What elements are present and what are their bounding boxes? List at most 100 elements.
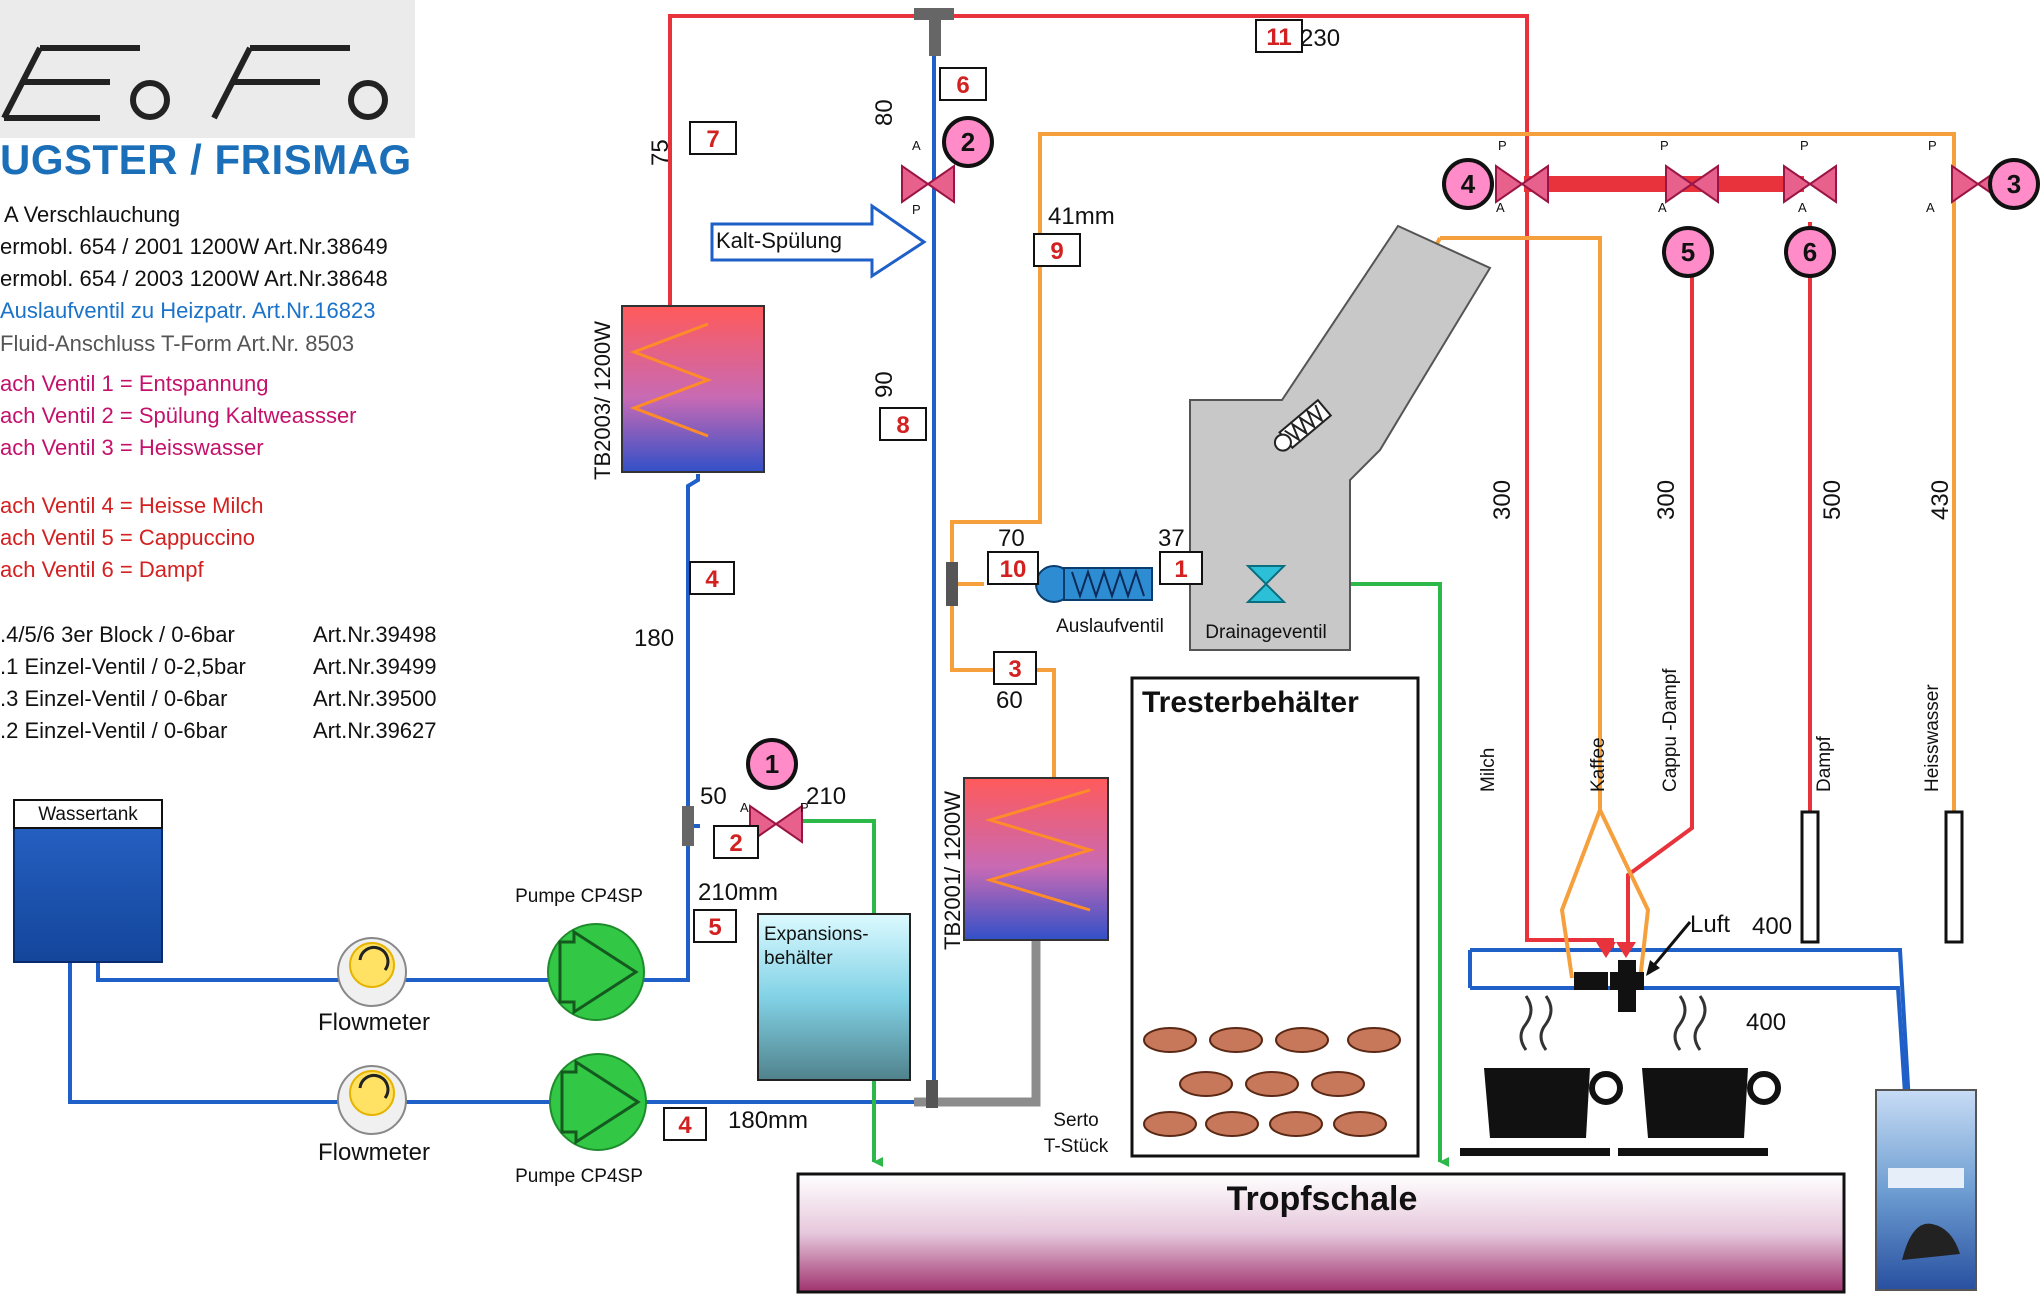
valve-port-a: A <box>912 138 921 153</box>
hose-number: 6 <box>956 72 969 99</box>
flowmeter-label: Flowmeter <box>318 1139 430 1166</box>
valve-port-a: A <box>1658 200 1667 215</box>
legend-line: Auslaufventil zu Heizpatr. Art.Nr.16823 <box>0 298 376 323</box>
dim-400-cup: 400 <box>1746 1009 1786 1036</box>
pump-label: Pumpe CP4SP <box>515 886 643 907</box>
valve-symbol-icon <box>1495 164 1549 204</box>
valve-number: 5 <box>1681 237 1695 267</box>
valve-number-circle <box>1442 158 1494 210</box>
heater-tb2001: TB2001/ 1200W <box>940 777 1109 950</box>
part-name: .2 Einzel-Ventil / 0-6bar <box>0 718 228 743</box>
part-art-nr: Art.Nr.39627 <box>313 718 437 743</box>
dim-90: 90 <box>871 371 898 398</box>
flowmeter-label: Flowmeter <box>318 1009 430 1036</box>
pump-label: Pumpe CP4SP <box>515 1166 643 1187</box>
luft-label: Luft <box>1690 911 1730 938</box>
valve-number: 2 <box>961 127 975 157</box>
dim-80: 80 <box>871 99 898 126</box>
dim-400-dampf: 400 <box>1752 913 1792 940</box>
trester-container: Tresterbehälter <box>1130 676 1420 1158</box>
hose-number: 9 <box>1050 238 1063 265</box>
outlet-label-heisswasser: Heisswasser <box>1922 684 1943 792</box>
valve-symbol-icon <box>901 164 955 204</box>
dim-230: 230 <box>1300 25 1340 52</box>
drainageventil-label: Drainageventil <box>1205 622 1326 643</box>
legend-line: ach Ventil 2 = Spülung Kaltweassser <box>0 403 357 428</box>
dim-210: 210 <box>806 783 846 810</box>
valve-2: 2P A <box>901 116 994 217</box>
trester-label: Tresterbehälter <box>1142 686 1359 719</box>
valve-port-p: P <box>912 202 921 217</box>
valve-number: 4 <box>1461 169 1476 199</box>
dim-300-cappu: 300 <box>1653 480 1680 520</box>
hose-number: 3 <box>1008 656 1021 683</box>
drainageventil: Drainageventil <box>1205 565 1327 643</box>
part-art-nr: Art.Nr.39499 <box>313 654 437 679</box>
valve-port-p: P <box>1800 138 1809 153</box>
dim-430: 430 <box>1927 480 1954 520</box>
hose-number-box: 8 <box>879 407 927 441</box>
kalt-spuelung-arrow: Kalt-Spülung <box>710 203 927 279</box>
heater-bottom-label: TB2001/ 1200W <box>940 791 965 950</box>
serto-t-piece <box>914 940 1041 1108</box>
dim-180: 180 <box>634 625 674 652</box>
hose-number: 8 <box>896 412 909 439</box>
auslaufventil-label: Auslaufventil <box>1056 616 1164 637</box>
valve-port-a: A <box>740 800 749 815</box>
valve-1: 1PA <box>740 738 809 844</box>
dimensions: 230 75 80 41mm 90 180 70 37 60 50 210 21… <box>634 25 1954 1134</box>
outlet-label-milch: Milch <box>1478 748 1499 792</box>
hose-number: 4 <box>705 566 719 593</box>
valve-number-circle <box>942 116 994 168</box>
valve-3: 3 P A <box>1926 138 2040 215</box>
water-tank: Wassertank <box>13 799 163 963</box>
milk-carton-image <box>1875 1089 1977 1291</box>
valve-port-p: P <box>1928 138 1937 153</box>
serto-label-2: T-Stück <box>1044 1136 1109 1157</box>
hose-number-box: 9 <box>1033 233 1081 267</box>
hose-number-box: 3 <box>993 651 1037 685</box>
legend-line: A Verschlauchung <box>4 202 181 227</box>
flowmeter-top: Flowmeter <box>318 937 430 1036</box>
coffee-pucks <box>1143 1027 1401 1137</box>
valve-symbol-icon <box>1665 164 1719 204</box>
dim-210mm: 210mm <box>698 879 778 906</box>
outlet-label-dampf: Dampf <box>1814 735 1835 792</box>
dim-180mm: 180mm <box>728 1107 808 1134</box>
hose-number-box: 4 <box>689 561 735 595</box>
hose-number: 5 <box>708 914 721 941</box>
hose-number: 4 <box>678 1112 692 1139</box>
hose-number-box: 2 <box>713 825 759 859</box>
hose-number-box: 1 <box>1159 551 1203 585</box>
valve-number: 3 <box>2007 169 2021 199</box>
valve-number-circle <box>1784 226 1836 278</box>
serto-label-1: Serto <box>1053 1110 1098 1131</box>
brand-name: UGSTER / FRISMAG <box>0 136 412 183</box>
hose-number: 1 <box>1174 556 1187 583</box>
part-art-nr: Art.Nr.39500 <box>313 686 437 711</box>
water-tank-label: Wassertank <box>38 804 138 825</box>
t-fitting <box>682 806 694 846</box>
milk-spout: Luft <box>1574 911 1730 1012</box>
valve-number-circle <box>1662 226 1714 278</box>
tropfschale-label: Tropfschale <box>1227 1180 1418 1218</box>
valve-port-p: P <box>1660 138 1669 153</box>
legend-line: ach Ventil 1 = Entspannung <box>0 371 269 396</box>
dim-300-milch: 300 <box>1489 480 1516 520</box>
ef-logo-icon <box>1 45 388 121</box>
hose-number: 2 <box>729 830 742 857</box>
legend-line: ach Ventil 3 = Heisswasser <box>0 435 264 460</box>
expansion-label-1: Expansions- <box>764 924 869 945</box>
dim-75: 75 <box>647 139 674 166</box>
outlet-labels: Milch Kaffee Cappu -Dampf Dampf Heisswas… <box>1478 668 1943 792</box>
kalt-spuelung-label: Kalt-Spülung <box>716 228 842 253</box>
valve-port-a: A <box>1496 200 1505 215</box>
valve-port-a: A <box>1798 200 1807 215</box>
part-art-nr: Art.Nr.39498 <box>313 622 437 647</box>
hose-number-box: 6 <box>939 67 987 101</box>
valve-symbol-icon <box>749 804 803 844</box>
legend-line: ermobl. 654 / 2003 1200W Art.Nr.38648 <box>0 266 388 291</box>
legend-line: ach Ventil 4 = Heisse Milch <box>0 493 264 518</box>
valve-port-a: A <box>1926 200 1935 215</box>
